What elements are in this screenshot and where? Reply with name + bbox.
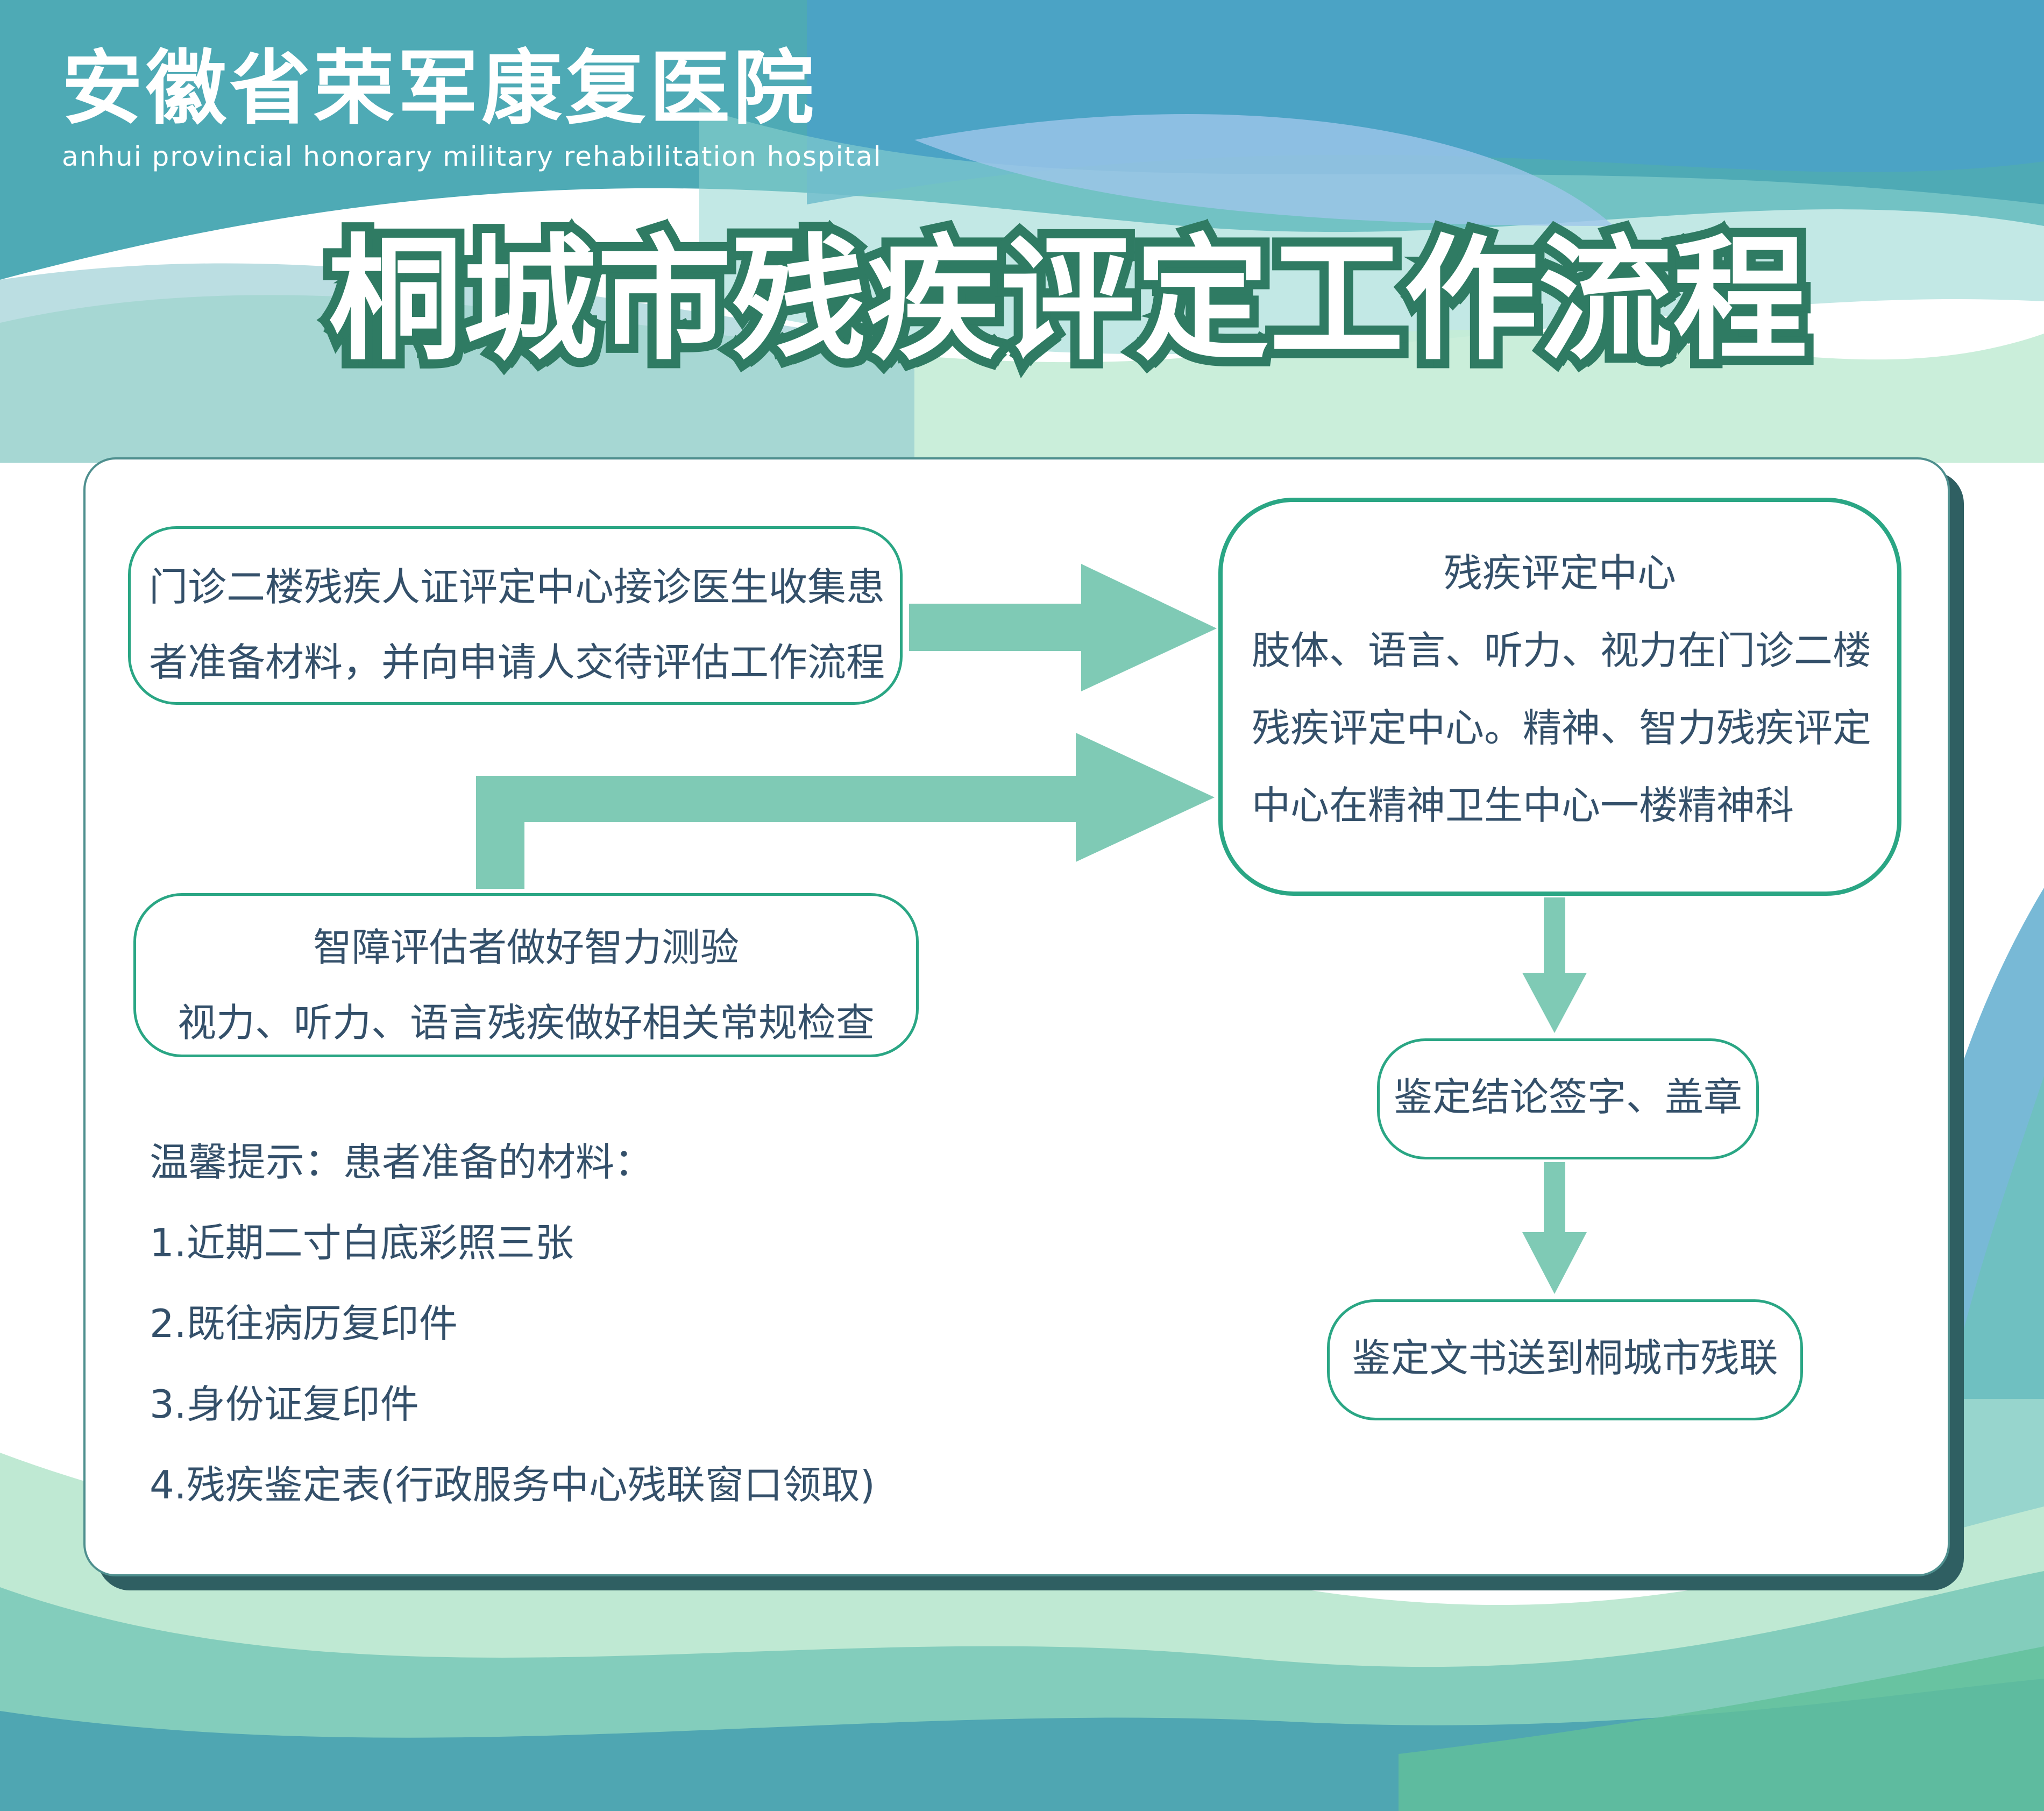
step-tests-line-2: 视力、听力、语言残疾做好相关常规检查: [177, 1000, 875, 1046]
step-intake-box: 门诊二楼残疾人证评定中心接诊医生收集患 者准备材料，并向申请人交待评估工作流程: [128, 526, 903, 705]
tips-item: 4.残疾鉴定表(行政服务中心残联窗口领取): [150, 1462, 875, 1508]
hospital-name: 安徽省荣军康复医院: [62, 42, 818, 136]
step-intake-line-1: 门诊二楼残疾人证评定中心接诊医生收集患: [149, 564, 885, 610]
left-wave: [0, 263, 914, 463]
step-send-box: 鉴定文书送到桐城市残联: [1327, 1299, 1803, 1420]
tips-item: 1.近期二寸白底彩照三张: [150, 1220, 574, 1265]
step-sign-box: 鉴定结论签字、盖章: [1377, 1038, 1759, 1159]
step-send-label: 鉴定文书送到桐城市残联: [1352, 1335, 1778, 1381]
step-tests-box: 智障评估者做好智力测验 视力、听力、语言残疾做好相关常规检查: [133, 893, 919, 1057]
evaluation-center-line-3: 中心在精神卫生中心一楼精神科: [1252, 783, 1794, 828]
step-intake-line-2: 者准备材料，并向申请人交待评估工作流程: [149, 640, 885, 685]
hospital-name-english: anhui provincial honorary military rehab…: [62, 141, 882, 172]
step-sign-label: 鉴定结论签字、盖章: [1393, 1074, 1742, 1120]
tips-heading: 温馨提示：患者准备的材料：: [150, 1140, 654, 1185]
page-title: 桐城市残疾评定工作流程: [319, 217, 1816, 383]
evaluation-center-box: 残疾评定中心 肢体、语言、听力、视力在门诊二楼 残疾评定中心。精神、智力残疾评定…: [1218, 498, 1901, 896]
step-tests-line-1: 智障评估者做好智力测验: [313, 925, 739, 970]
top-wave-lightblue: [914, 114, 1614, 226]
bottom-wave-green: [1399, 1646, 2044, 1811]
tips-item: 2.既往病历复印件: [150, 1301, 458, 1346]
evaluation-center-line-2: 残疾评定中心。精神、智力残疾评定: [1252, 705, 1872, 751]
evaluation-center-line-1: 肢体、语言、听力、视力在门诊二楼: [1252, 628, 1872, 673]
evaluation-center-title: 残疾评定中心: [1443, 550, 1676, 596]
tips-list: 温馨提示：患者准备的材料： 1.近期二寸白底彩照三张 2.既往病历复印件 3.身…: [150, 1122, 875, 1525]
tips-item: 3.身份证复印件: [150, 1382, 419, 1427]
